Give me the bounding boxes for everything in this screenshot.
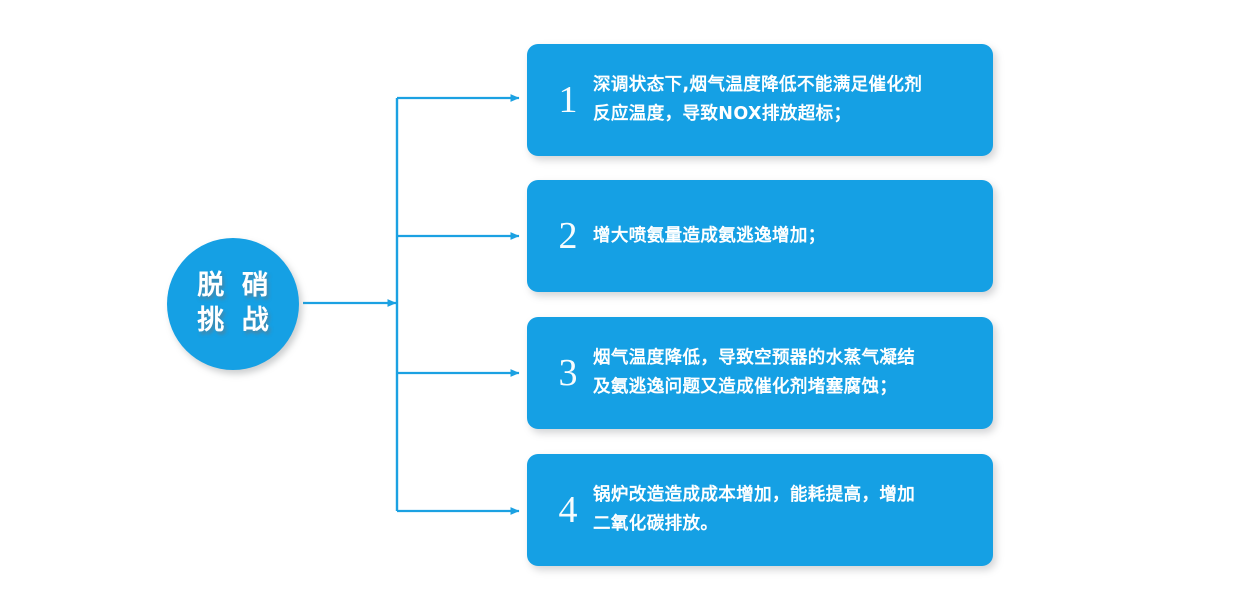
item-text-4-line-2: 二氧化碳排放。 xyxy=(593,514,719,534)
item-text-3-line-2: 及氨逃逸问题又造成催化剂堵塞腐蚀； xyxy=(593,377,898,397)
item-box-3[interactable]: 3 烟气温度降低，导致空预器的水蒸气凝结 及氨逃逸问题又造成催化剂堵塞腐蚀； xyxy=(527,317,993,429)
item-text-2: 增大喷氨量造成氨逃逸增加； xyxy=(593,225,826,246)
item-number-2: 2 xyxy=(558,215,578,257)
hub-label-line-2: 挑 战 xyxy=(197,305,273,336)
hub-node[interactable]: 脱 硝 挑 战 xyxy=(167,238,299,370)
item-box-1[interactable]: 1 深调状态下,烟气温度降低不能满足催化剂 反应温度，导致NOX排放超标； xyxy=(527,44,993,156)
item-text-3: 烟气温度降低，导致空预器的水蒸气凝结 及氨逃逸问题又造成催化剂堵塞腐蚀； xyxy=(583,344,975,402)
item-number-1: 1 xyxy=(558,79,578,121)
item-number-4: 4 xyxy=(558,489,578,531)
item-text-3-line-1: 烟气温度降低，导致空预器的水蒸气凝结 xyxy=(593,348,916,369)
item-box-2[interactable]: 2 增大喷氨量造成氨逃逸增加； xyxy=(527,180,993,292)
item-text-1-line-2: 反应温度，导致NOX排放超标； xyxy=(593,104,852,124)
item-text-4-line-1: 锅炉改造造成成本增加，能耗提高，增加 xyxy=(593,485,916,506)
item-box-4[interactable]: 4 锅炉改造造成成本增加，能耗提高，增加 二氧化碳排放。 xyxy=(527,454,993,566)
item-text-4: 锅炉改造造成成本增加，能耗提高，增加 二氧化碳排放。 xyxy=(583,481,975,539)
item-text-1: 深调状态下,烟气温度降低不能满足催化剂 反应温度，导致NOX排放超标； xyxy=(583,71,975,129)
item-number-3: 3 xyxy=(558,352,578,394)
hub-label-line-1: 脱 硝 xyxy=(197,270,273,302)
item-text-1-line-1: 深调状态下,烟气温度降低不能满足催化剂 xyxy=(593,75,923,96)
